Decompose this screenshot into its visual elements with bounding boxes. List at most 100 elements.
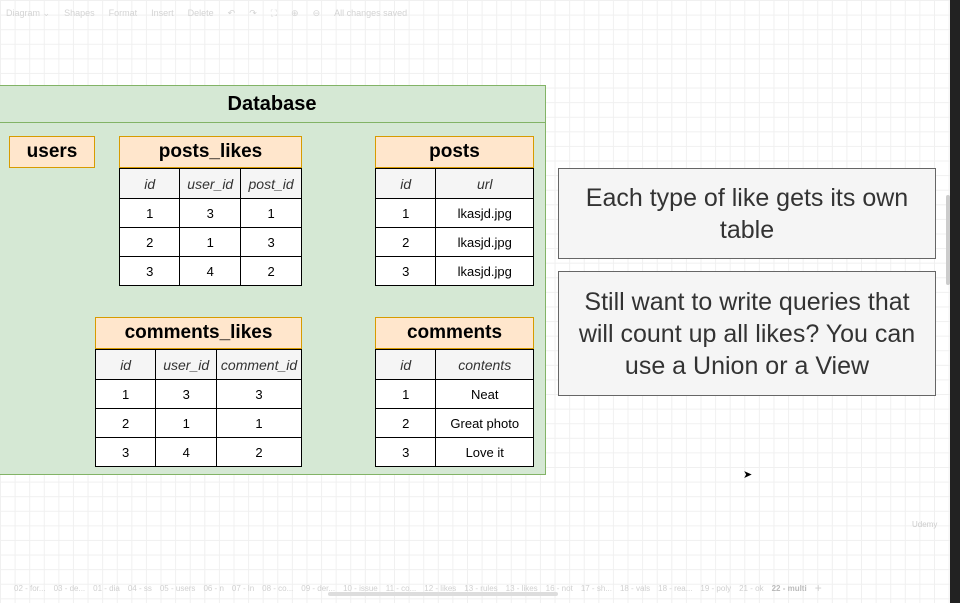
page-tab[interactable]: 02 - for... <box>14 583 46 593</box>
users-table-title[interactable]: users <box>9 136 95 168</box>
table-cell[interactable]: 1 <box>155 408 218 438</box>
save-status: All changes saved <box>334 8 408 18</box>
page-tab[interactable]: 03 - de... <box>53 583 86 593</box>
format-button[interactable]: Format <box>108 8 138 18</box>
table-cell[interactable]: 2 <box>374 408 437 438</box>
add-page-button[interactable]: + <box>814 581 822 595</box>
table-cell[interactable]: 1 <box>240 198 302 228</box>
table-cell[interactable]: 1 <box>216 408 302 438</box>
page-tab[interactable]: 04 - ss <box>127 583 152 593</box>
page-tab[interactable]: 18 - vals <box>619 583 651 593</box>
table-cell[interactable]: lkasjd.jpg <box>435 198 534 228</box>
posts-likes-table-title[interactable]: posts_likes <box>119 136 302 168</box>
page-tab[interactable]: 10 - issue <box>343 583 378 593</box>
note-each-type[interactable]: Each type of like gets its own table <box>558 168 936 259</box>
table-cell[interactable]: 1 <box>374 379 437 409</box>
table-cell[interactable]: 3 <box>155 379 218 409</box>
page-tab[interactable]: 05 - users <box>159 583 196 593</box>
horizontal-scrollbar[interactable] <box>328 592 558 596</box>
column-header[interactable]: id <box>374 168 437 199</box>
column-header[interactable]: user_id <box>179 168 242 199</box>
column-header[interactable]: user_id <box>155 349 218 380</box>
page-tab[interactable]: 21 - ok <box>739 583 764 593</box>
posts-table-title[interactable]: posts <box>375 136 534 168</box>
page-tab[interactable]: 16 - not <box>545 583 573 593</box>
window-edge <box>950 0 960 603</box>
table-cell[interactable]: lkasjd.jpg <box>435 227 534 257</box>
page-tab[interactable]: 06 - n <box>203 583 224 593</box>
table-cell[interactable]: 4 <box>179 256 242 286</box>
table-cell[interactable]: 2 <box>94 408 157 438</box>
table-cell[interactable]: 2 <box>240 256 302 286</box>
table-cell[interactable]: 3 <box>216 379 302 409</box>
delete-button[interactable]: Delete <box>187 8 214 18</box>
table-cell[interactable]: 3 <box>179 198 242 228</box>
column-header[interactable]: url <box>435 168 534 199</box>
column-header[interactable]: id <box>118 168 181 199</box>
fullscreen-icon[interactable]: ⛶ <box>270 7 278 18</box>
table-cell[interactable]: 1 <box>179 227 242 257</box>
column-header[interactable]: post_id <box>240 168 302 199</box>
page-tab[interactable]: 17 - sh... <box>580 583 612 593</box>
page-tab[interactable]: 08 - co... <box>262 583 294 593</box>
undo-icon[interactable]: ↶ <box>227 7 236 18</box>
table-cell[interactable]: 3 <box>374 256 437 286</box>
page-tab[interactable]: 13 - likes <box>505 583 538 593</box>
page-tab[interactable]: 18 - rea... <box>658 583 693 593</box>
shapes-button[interactable]: Shapes <box>64 8 95 18</box>
table-cell[interactable]: 3 <box>240 227 302 257</box>
diagram-menu[interactable]: Diagram ⌄ <box>6 7 51 18</box>
table-cell[interactable]: 3 <box>94 437 157 467</box>
page-tab[interactable]: 01 - dia <box>93 583 120 593</box>
table-cell[interactable]: Neat <box>435 379 534 409</box>
column-header[interactable]: comment_id <box>216 349 302 380</box>
table-cell[interactable]: 1 <box>118 198 181 228</box>
column-header[interactable]: id <box>374 349 437 380</box>
page-tab[interactable]: 11 - co... <box>385 583 417 593</box>
table-cell[interactable]: 2 <box>374 227 437 257</box>
insert-button[interactable]: Insert <box>151 8 174 18</box>
page-tab[interactable]: 22 - multi <box>771 583 807 593</box>
table-cell[interactable]: 2 <box>216 437 302 467</box>
column-header[interactable]: contents <box>435 349 534 380</box>
table-cell[interactable]: 4 <box>155 437 218 467</box>
table-cell[interactable]: 3 <box>374 437 437 467</box>
page-tab[interactable]: 07 - ln <box>231 583 255 593</box>
comments-table-title[interactable]: comments <box>375 317 534 349</box>
vertical-scrollbar[interactable] <box>946 195 950 285</box>
page-tab[interactable]: 13 - rules <box>464 583 498 593</box>
zoom-out-icon[interactable]: ⊖ <box>312 7 321 18</box>
zoom-in-icon[interactable]: ⊕ <box>291 7 299 18</box>
note-union-view[interactable]: Still want to write queries that will co… <box>558 271 936 396</box>
page-tab[interactable]: 09 - der... <box>301 583 336 593</box>
table-cell[interactable]: 3 <box>118 256 181 286</box>
table-cell[interactable]: Great photo <box>435 408 534 438</box>
toolbar: Diagram ⌄ Shapes Format Insert Delete ↶ … <box>0 0 700 26</box>
table-cell[interactable]: 1 <box>94 379 157 409</box>
table-cell[interactable]: Love it <box>435 437 534 467</box>
redo-icon[interactable]: ↷ <box>249 7 257 18</box>
table-cell[interactable]: 1 <box>374 198 437 228</box>
comments-likes-table-title[interactable]: comments_likes <box>95 317 302 349</box>
page-tab[interactable]: 19 - poly <box>700 583 732 593</box>
table-cell[interactable]: lkasjd.jpg <box>435 256 534 286</box>
page-tab[interactable]: 12 - likes <box>424 583 457 593</box>
mouse-cursor-icon: ➤ <box>743 469 753 481</box>
table-cell[interactable]: 2 <box>118 227 181 257</box>
page-tabs: 02 - for... 03 - de... 01 - dia 04 - ss 05 -… <box>0 577 920 599</box>
column-header[interactable]: id <box>94 349 157 380</box>
